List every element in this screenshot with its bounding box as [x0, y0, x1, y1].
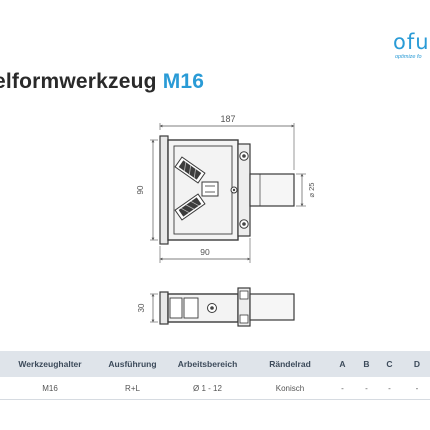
col-header: A	[339, 359, 346, 369]
dim-body-width: 90	[200, 247, 210, 257]
table-cell: R+L	[125, 383, 140, 393]
table-cell: -	[415, 383, 419, 393]
dim-shank-diameter: ⌀ 25	[307, 183, 316, 198]
spec-table-container: Werkzeughalter Ausführung Arbeitsbereich…	[0, 351, 430, 400]
knurl-wheel-upper	[174, 156, 206, 184]
col-header: C	[386, 359, 393, 369]
tool-shank	[249, 173, 295, 207]
dim-side-thickness: 30	[137, 303, 146, 312]
base-plate	[159, 135, 169, 245]
spec-table-header: Werkzeughalter Ausführung Arbeitsbereich…	[0, 351, 430, 377]
table-cell: Konisch	[275, 383, 305, 393]
brand-logo-text: ofu	[393, 30, 430, 54]
table-cell: -	[388, 383, 391, 393]
side-view: 30	[137, 287, 295, 327]
col-header: B	[363, 359, 370, 369]
col-header: Arbeitsbereich	[177, 359, 238, 369]
title-main: elformwerkzeug	[0, 70, 157, 93]
spec-table: Werkzeughalter Ausführung Arbeitsbereich…	[0, 351, 430, 400]
dim-total-length: 187	[220, 114, 235, 124]
table-row: M16 R+L Ø 1 - 12 Konisch - - - -	[0, 377, 430, 400]
center-adjuster	[201, 181, 219, 197]
dim-height: 90	[136, 185, 145, 194]
side-plate	[159, 291, 169, 325]
table-cell: M16	[42, 383, 58, 393]
brand-tagline: optimize fo	[395, 54, 422, 60]
table-cell: Ø 1 - 12	[193, 383, 222, 393]
col-header: Ausführung	[108, 359, 157, 369]
technical-drawing: 187 90 ⌀ 25 90 30	[136, 114, 316, 327]
table-cell: -	[341, 383, 344, 393]
col-header: Werkzeughalter	[18, 359, 82, 369]
col-header: D	[413, 359, 421, 369]
table-cell: -	[365, 383, 368, 393]
title-model: M16	[162, 70, 205, 93]
col-header: Rändelrad	[269, 359, 311, 369]
top-view: 187 90 ⌀ 25 90	[136, 114, 316, 263]
side-shank	[249, 293, 295, 321]
knurl-wheel-lower	[174, 193, 206, 221]
